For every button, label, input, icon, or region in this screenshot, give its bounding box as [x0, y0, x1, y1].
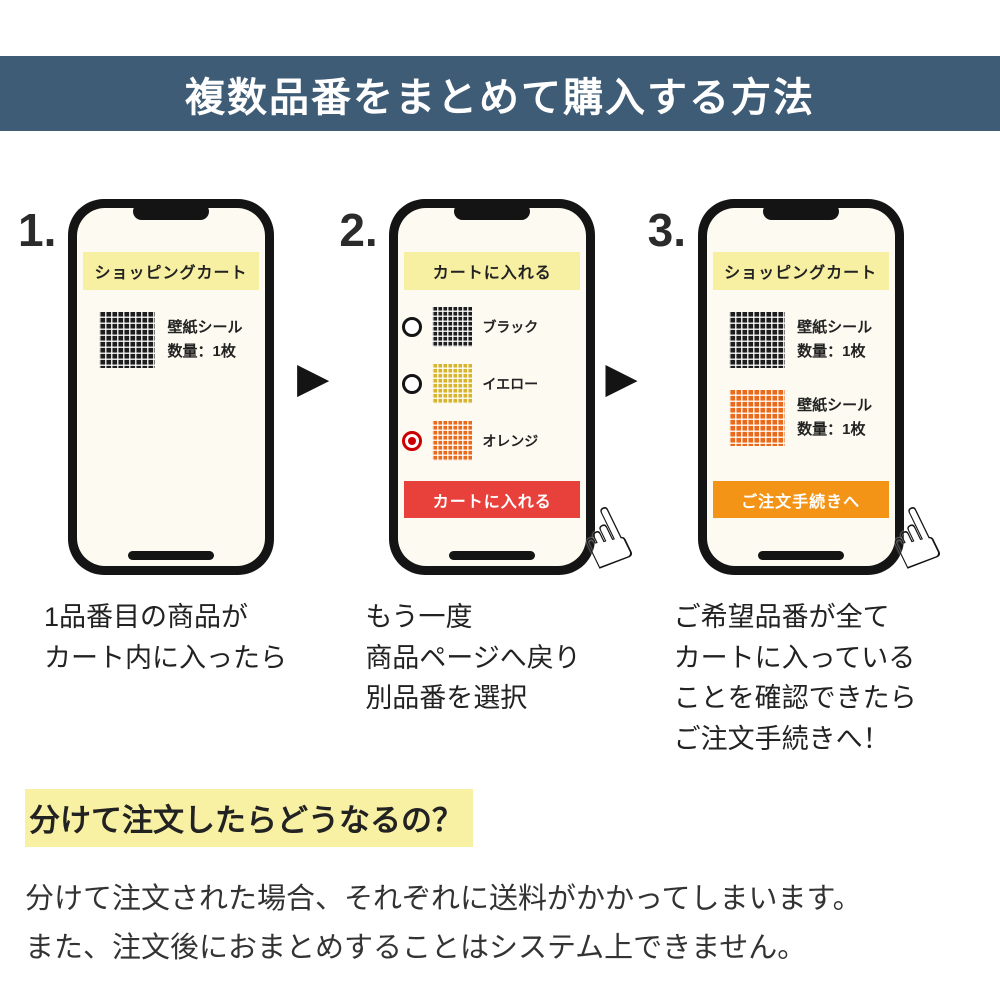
cart-item-black: 壁紙シール 数量：1枚 — [83, 312, 259, 368]
step-1-top: 1. ショッピングカート 壁紙シール 数量：1枚 — [18, 199, 287, 575]
footer-body-line: 分けて注文された場合、それぞれに送料がかかってしまいます。 — [25, 883, 862, 915]
orange-mesh-swatch-icon — [729, 390, 786, 446]
caption-line: カート内に入ったら — [44, 642, 287, 673]
phone-home-bar — [128, 551, 214, 560]
step-2-number: 2. — [339, 204, 378, 256]
arrow-right-icon: ▶ — [297, 354, 330, 401]
step-3: 3. ショッピングカート 壁紙シール 数量：1枚 — [647, 199, 955, 759]
caption-line: ことを確認できたら — [673, 683, 917, 713]
phone-notch — [454, 203, 531, 220]
step-2: 2. カートに入れる ブラック イエロー — [339, 199, 647, 719]
cart-item-black: 壁紙シール 数量：1枚 — [713, 312, 889, 368]
option-label: ブラック — [482, 319, 539, 335]
color-option-orange: オレンジ — [402, 421, 582, 461]
checkout-button[interactable]: ご注文手続きへ — [712, 481, 889, 518]
step-3-top: 3. ショッピングカート 壁紙シール 数量：1枚 — [647, 199, 955, 591]
arrow-right-icon: ▶ — [605, 354, 638, 401]
caption-line: ご注文手続きへ！ — [673, 723, 890, 754]
orange-mesh-swatch-icon — [432, 421, 473, 461]
cart-item-orange: 壁紙シール 数量：1枚 — [713, 390, 889, 446]
phone-step-2: カートに入れる ブラック イエロー — [389, 199, 647, 591]
phone-step-1: ショッピングカート 壁紙シール 数量：1枚 — [68, 199, 274, 575]
caption-line: 1品番目の商品が — [44, 602, 249, 632]
phone-notch — [133, 203, 209, 220]
product-name: 壁紙シール — [797, 397, 873, 414]
add-to-cart-banner: カートに入れる — [404, 252, 581, 290]
radio-selected-icon[interactable] — [402, 431, 423, 451]
black-mesh-swatch-icon — [729, 312, 786, 368]
footer-body: 分けて注文された場合、それぞれに送料がかかってしまいます。 また、注文後におまと… — [25, 875, 1000, 974]
cart-banner-1: ショッピングカート — [83, 252, 259, 290]
phone-screen-1: ショッピングカート 壁紙シール 数量：1枚 — [77, 208, 265, 566]
footer-body-line: また、注文後におまとめすることはシステム上できません。 — [25, 932, 807, 965]
caption-line: カートに入っている — [673, 642, 916, 673]
cart-banner-3: ショッピングカート — [712, 252, 889, 290]
product-qty: 数量：1枚 — [167, 343, 236, 360]
black-mesh-swatch-icon — [99, 312, 156, 368]
step-1: 1. ショッピングカート 壁紙シール 数量：1枚 — [18, 199, 287, 678]
option-label: オレンジ — [482, 433, 539, 449]
phone-home-bar — [449, 551, 536, 560]
product-qty: 数量：1枚 — [797, 421, 866, 438]
hand-pointer-icon: ☝ — [564, 489, 647, 591]
cart-item-text: 壁紙シール 数量：1枚 — [167, 316, 242, 364]
color-option-yellow: イエロー — [402, 364, 582, 404]
page-title: 複数品番をまとめて購入する方法 — [185, 75, 815, 120]
footer-note: 分けて注文したらどうなるの？ 分けて注文された場合、それぞれに送料がかかってしま… — [25, 789, 1000, 974]
step-3-number: 3. — [647, 204, 686, 256]
yellow-mesh-swatch-icon — [432, 364, 473, 404]
color-option-black: ブラック — [402, 307, 582, 347]
phone-screen-3: ショッピングカート 壁紙シール 数量：1枚 壁紙シール — [706, 208, 895, 566]
radio-unselected-icon[interactable] — [402, 317, 423, 337]
step-2-caption: もう一度 商品ページへ戻り 別品番を選択 — [365, 597, 595, 719]
phone-home-bar — [757, 551, 844, 560]
title-banner: 複数品番をまとめて購入する方法 — [0, 56, 1000, 131]
black-mesh-swatch-icon — [432, 307, 473, 347]
steps-row: 1. ショッピングカート 壁紙シール 数量：1枚 — [0, 199, 1000, 759]
add-to-cart-button[interactable]: カートに入れる — [404, 481, 581, 518]
step-1-number: 1. — [18, 204, 57, 256]
cart-item-text: 壁紙シール 数量：1枚 — [797, 394, 872, 442]
caption-line: 別品番を選択 — [365, 683, 528, 713]
hand-pointer-icon: ☝ — [872, 489, 955, 591]
product-qty: 数量：1枚 — [797, 343, 866, 360]
option-label: イエロー — [482, 376, 539, 392]
step-1-caption: 1品番目の商品が カート内に入ったら — [44, 597, 287, 678]
product-name: 壁紙シール — [167, 319, 243, 336]
caption-line: もう一度 — [365, 602, 473, 632]
cart-item-text: 壁紙シール 数量：1枚 — [797, 316, 872, 364]
phone-step-3: ショッピングカート 壁紙シール 数量：1枚 壁紙シール — [697, 199, 955, 591]
footer-heading: 分けて注文したらどうなるの？ — [25, 789, 473, 847]
step-3-caption: ご希望品番が全て カートに入っている ことを確認できたら ご注文手続きへ！ — [674, 597, 917, 759]
caption-line: 商品ページへ戻り — [365, 642, 581, 673]
phone-notch — [762, 203, 839, 220]
caption-line: ご希望品番が全て — [673, 602, 890, 632]
radio-unselected-icon[interactable] — [402, 374, 423, 394]
step-2-top: 2. カートに入れる ブラック イエロー — [339, 199, 647, 591]
phone-screen-2: カートに入れる ブラック イエロー — [398, 208, 587, 566]
product-name: 壁紙シール — [797, 319, 873, 336]
